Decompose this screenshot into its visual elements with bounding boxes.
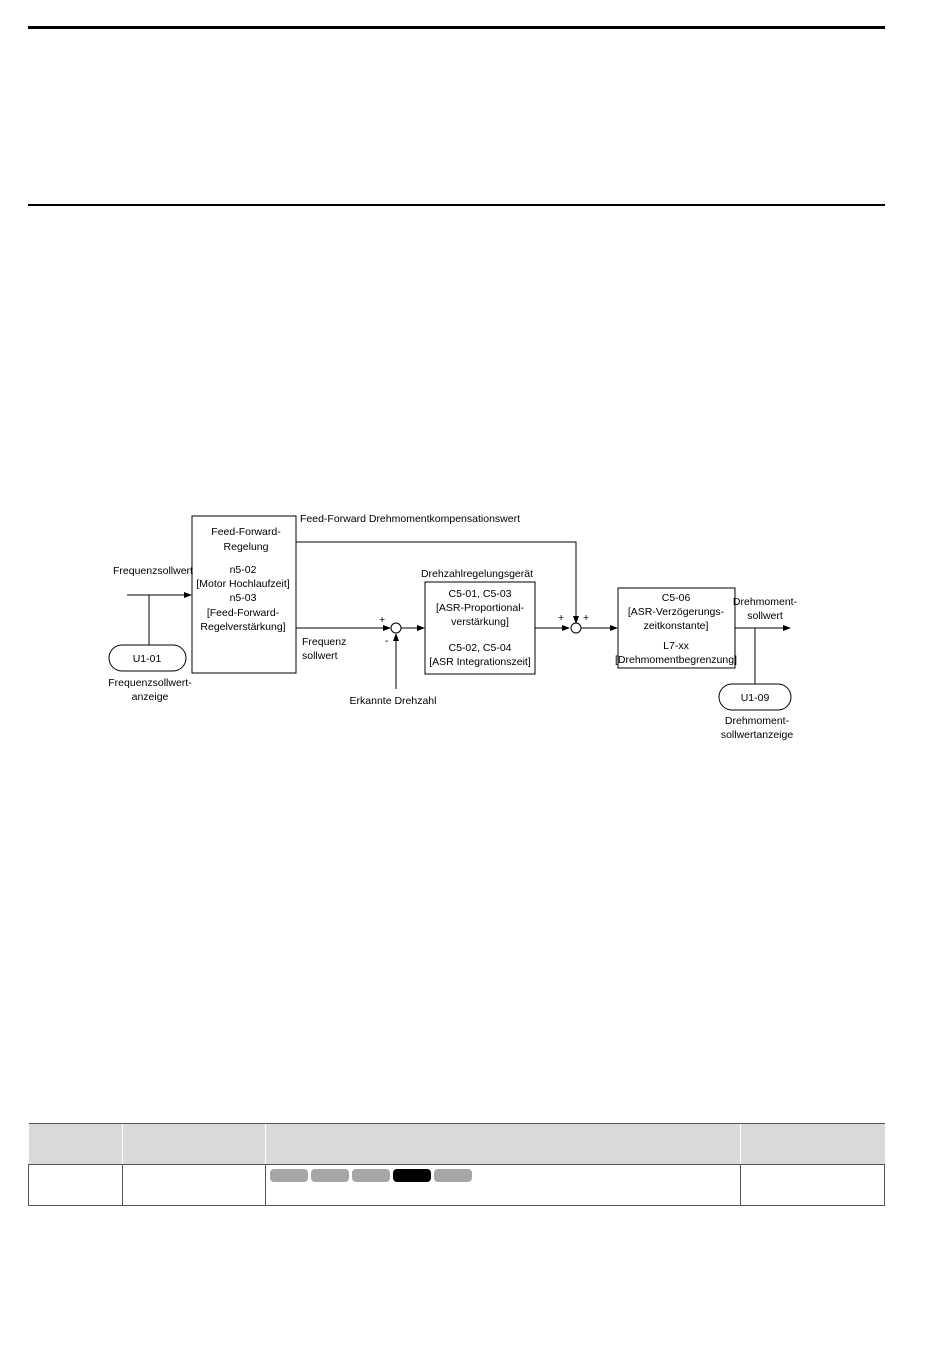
torque-ref-1: Drehmoment- bbox=[733, 596, 798, 608]
section-rule bbox=[28, 204, 885, 206]
n5-02-label: n5-02 bbox=[230, 564, 257, 576]
n5-02-desc: [Motor Hochlaufzeit] bbox=[196, 578, 289, 590]
torque-ref-2: sollwert bbox=[747, 610, 783, 622]
detected-speed-label: Erkannte Drehzahl bbox=[350, 695, 437, 707]
u1-01-desc-2: anzeige bbox=[132, 691, 169, 703]
sj2-plus-right: + bbox=[583, 612, 589, 624]
mode-chip bbox=[433, 1169, 472, 1182]
c5-06-label: C5-06 bbox=[662, 592, 691, 604]
asr-p-desc-1: [ASR-Proportional- bbox=[436, 602, 525, 614]
sj2-plus-left: + bbox=[558, 612, 564, 624]
asr-delay-desc-1: [ASR-Verzögerungs- bbox=[628, 606, 725, 618]
sj1-plus: + bbox=[379, 614, 385, 626]
mode-chip bbox=[269, 1169, 308, 1182]
feed-forward-block bbox=[191, 515, 297, 674]
u1-01-label: U1-01 bbox=[133, 653, 162, 665]
table-cell bbox=[28, 1164, 123, 1206]
ff-comp-line bbox=[296, 541, 579, 624]
n5-03-label: n5-03 bbox=[230, 592, 257, 604]
mode-chip bbox=[351, 1169, 390, 1182]
table-row bbox=[28, 1164, 885, 1206]
ff-title-1: Feed-Forward- bbox=[211, 526, 281, 538]
mode-chip bbox=[310, 1169, 349, 1182]
ff-title-2: Regelung bbox=[224, 541, 269, 553]
l7-xx-label: L7-xx bbox=[663, 640, 689, 652]
u1-09-desc-2: sollwertanzeige bbox=[721, 729, 794, 741]
asr-p-desc-2: verstärkung] bbox=[451, 616, 509, 628]
u1-09-label: U1-09 bbox=[741, 692, 770, 704]
c5-01-03-label: C5-01, C5-03 bbox=[448, 588, 511, 600]
table-header-row bbox=[28, 1123, 885, 1165]
freq-ref-label: Frequenzsollwert bbox=[113, 565, 193, 577]
mode-chip-active bbox=[392, 1169, 431, 1182]
torque-limit-desc: [Drehmomentbegrenzung] bbox=[615, 654, 737, 666]
speed-controller-label: Drehzahlregelungsgerät bbox=[421, 568, 533, 580]
freq-setpoint-1: Frequenz bbox=[302, 636, 346, 648]
table-header-cell bbox=[28, 1123, 123, 1165]
summing-junction-2 bbox=[570, 622, 582, 634]
table-cell-modes bbox=[264, 1164, 741, 1206]
top-rule bbox=[28, 26, 885, 29]
u1-01-desc-1: Frequenzsollwert- bbox=[108, 677, 192, 689]
freq-setpoint-2: sollwert bbox=[302, 650, 338, 662]
parameter-table bbox=[28, 1123, 885, 1206]
table-cell bbox=[121, 1164, 266, 1206]
table-header-cell bbox=[264, 1123, 741, 1165]
table-header-cell bbox=[740, 1123, 885, 1165]
control-mode-chips bbox=[269, 1169, 737, 1182]
n5-03-desc-2: Regelverstärkung] bbox=[200, 621, 285, 633]
asr-i-desc: [ASR Integrationszeit] bbox=[429, 656, 531, 668]
control-block-diagram: Feed-Forward- Regelung n5-02 [Motor Hoch… bbox=[108, 513, 798, 741]
table-cell bbox=[740, 1164, 885, 1206]
sj1-minus: - bbox=[385, 635, 389, 647]
c5-02-04-label: C5-02, C5-04 bbox=[448, 642, 511, 654]
summing-junction-1 bbox=[390, 622, 402, 634]
asr-delay-desc-2: zeitkonstante] bbox=[644, 620, 709, 632]
u1-09-desc-1: Drehmoment- bbox=[725, 715, 790, 727]
ff-comp-label: Feed-Forward Drehmomentkompensationswert bbox=[300, 513, 520, 525]
table-header-cell bbox=[121, 1123, 266, 1165]
u1-09-monitor bbox=[718, 683, 792, 711]
u1-01-monitor bbox=[108, 644, 187, 672]
n5-03-desc-1: [Feed-Forward- bbox=[207, 607, 280, 619]
